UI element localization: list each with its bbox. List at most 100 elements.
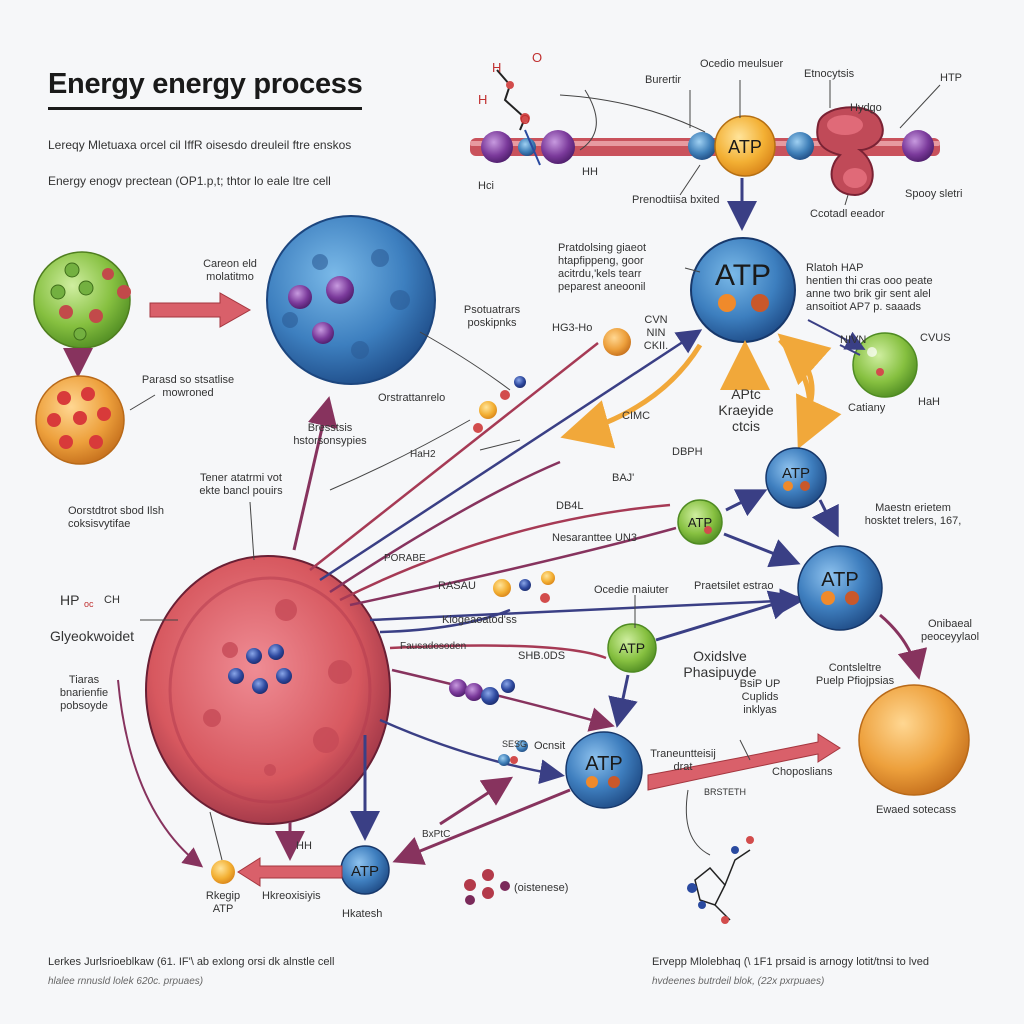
top-molecule-cluster-left — [481, 69, 575, 166]
bottom-red-arrow — [237, 857, 343, 887]
label-teren: Tener atatrmi vot ekte bancl pouirs — [199, 472, 283, 497]
label-parasd: Parasd so stsatlise mowroned — [141, 374, 235, 399]
top-atp-gold — [688, 115, 814, 177]
left-curve-to-atp — [117, 679, 204, 868]
subtitle-1: Lereqy Mletuaxa orcel cil IffR oisesdo d… — [48, 138, 352, 152]
label-spoogy: Spooy sletri — [905, 188, 963, 200]
red-cell-to-blue-arrow — [292, 396, 338, 551]
label-porabe: PORABE — [384, 553, 426, 564]
atp-label-bottom-left: ATP — [351, 863, 379, 880]
label-oxidsive: Oxidslve Phasipuyde — [683, 648, 757, 680]
label-praetsi: Praetsilet estrao — [694, 580, 774, 592]
label-neseln: Nesaranttee UN3 — [552, 532, 637, 544]
label-pusadoc: Fausadosoden — [400, 641, 467, 652]
fan-molecule-2 — [473, 376, 526, 433]
label-htp: HTP — [940, 72, 962, 84]
label-etnocytsis: Etnocytsis — [804, 68, 855, 80]
label-bxtc: BxPtC — [422, 829, 451, 840]
fan-molecule-3 — [493, 571, 555, 603]
fan-lines — [309, 329, 805, 785]
label-ohrahad: Onibaeal peoceyylaol — [920, 618, 980, 643]
label-dbph: DBPH — [672, 446, 703, 458]
label-psotua: Psotuatrars poskipnks — [463, 304, 521, 329]
label-burertir: Burertir — [645, 74, 682, 86]
label-krebs: APtc Kraeyide ctcis — [718, 386, 774, 434]
label-rasau: RASAU — [438, 580, 476, 592]
atp-node-bottom-center — [565, 731, 643, 809]
label-traneun: Traneuntteisij drat — [650, 748, 716, 773]
label-baj: BAJ' — [612, 472, 635, 484]
atp-label-r1: ATP — [782, 465, 810, 482]
label-hp-ch: CH — [104, 594, 120, 606]
krebs-arrow-right-top — [777, 333, 832, 427]
label-hh2: HH — [296, 840, 312, 852]
top-h-label-1: H — [492, 60, 501, 75]
label-carbon: Careon eld molatitmo — [203, 258, 257, 283]
bottom-molecule-dots — [464, 869, 510, 905]
label-choptasis: Choposlians — [772, 766, 833, 778]
label-ratoh: Rlatoh HAP hentien thi cras ooo peate an… — [806, 262, 933, 313]
blue-organelle — [266, 215, 436, 385]
page-title: Energy energy process — [48, 68, 363, 110]
footer-right-1: Ervepp Mlolebhaq (\ 1F1 prsaid is arnogy… — [652, 956, 929, 968]
label-rkegip: Rkegip ATP — [205, 890, 241, 915]
label-cvus: CVUS — [920, 332, 951, 344]
label-nivn: NIVN — [840, 334, 867, 346]
label-contsive: Contsleltre Puelp Pfiojpsias — [815, 662, 895, 687]
label-ocrst: Oorstdtrot sbod Ilsh coksisvytifae — [68, 505, 164, 530]
main-atp-to-green-arrow — [807, 319, 866, 350]
main-atp-sphere — [690, 237, 796, 343]
top-o-label-2: O — [520, 112, 530, 127]
fan-molecule-5 — [498, 740, 528, 766]
label-bresstsi: Bresstsis hstorsonsypies — [293, 422, 367, 447]
orange-cell-right — [858, 684, 970, 796]
label-oistese: (oistenese) — [514, 882, 569, 894]
green-cell — [33, 251, 131, 349]
label-hh: HH — [582, 166, 598, 178]
label-oxidiv: Ocedie maiuter — [594, 584, 669, 596]
atp-label-green-mid: ATP — [688, 515, 712, 530]
atp-label-top: ATP — [728, 137, 762, 157]
label-shbs: SHB.0DS — [518, 650, 566, 662]
atp-node-green-mid — [677, 499, 723, 545]
subtitle-2: Energy enogv prectean (OP1.p,t; thtor lo… — [48, 174, 331, 188]
label-bsip: BsiP UP Cuplids inklyas — [739, 678, 781, 716]
label-hci: Hci — [478, 180, 494, 192]
label-ocnsit: Ocnsit — [534, 740, 566, 752]
footer-right-2: hvdeenes butrdeil blok, (22x pxrpuaes) — [652, 976, 825, 987]
atp-node-r2 — [797, 545, 883, 631]
label-maestn: Maestn erietem hosktet trelers, 167, — [864, 502, 962, 527]
red-cell — [145, 555, 391, 825]
green-to-blue-arrow — [149, 292, 252, 328]
krebs-arrow-left — [560, 343, 703, 449]
orange-cell — [35, 375, 125, 465]
label-hp: HP — [60, 592, 80, 608]
label-glyco: Glyeokwoidet — [50, 628, 135, 644]
bottom-ring-molecule — [687, 836, 754, 924]
label-hydrolysis: Hkreoxisiyis — [262, 890, 321, 902]
footer-left-2: hlalee rnnusld lolek 620c. prpuaes) — [48, 976, 204, 987]
atp-label-bottom-center: ATP — [585, 753, 622, 775]
top-right-organelle — [816, 106, 934, 197]
atp-node-r1 — [765, 447, 827, 509]
atp-label-main: ATP — [715, 259, 771, 292]
label-hah2: HaH2 — [410, 449, 436, 460]
bottom-atp-gold — [211, 860, 235, 884]
label-sesg: SESG — [502, 739, 528, 749]
atp-node-green-low — [607, 623, 657, 673]
label-catiany: Catiany — [848, 402, 886, 414]
label-cootadl: Ccotadl eeador — [810, 208, 885, 220]
label-hg3: HG3-Ho — [552, 322, 593, 334]
top-o-label: O — [532, 50, 542, 65]
label-biarsn: Tiaras bnarienfie pobsoyde — [59, 674, 109, 712]
label-cvn: CVN NIN CKII. — [643, 314, 669, 352]
atp-label-green-low: ATP — [619, 640, 645, 656]
label-oxidio: Ocedio meulsuer — [700, 58, 784, 70]
label-hp-sub: oc — [84, 599, 94, 609]
right-network-arrows — [275, 489, 928, 865]
fan-molecule-4 — [449, 679, 515, 705]
leader-lines — [129, 80, 941, 861]
label-predotisa: Prenodtiisa bxited — [632, 194, 720, 206]
label-db4: DB4L — [556, 500, 584, 512]
